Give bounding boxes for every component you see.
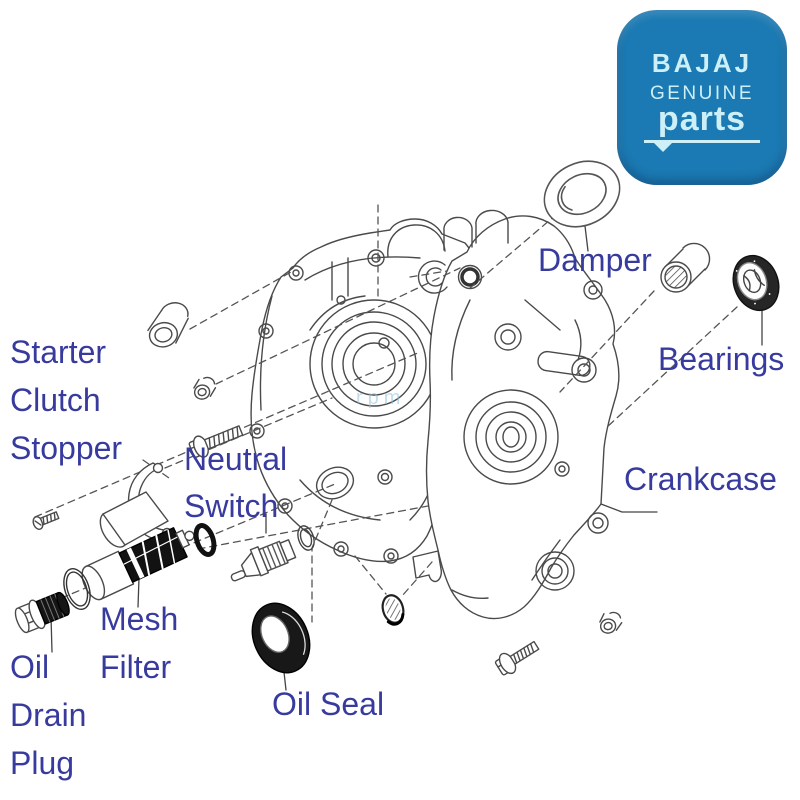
label-mesh-filter: Mesh Filter [100,595,178,691]
label-starter-clutch-stopper: Starter Clutch Stopper [10,328,122,472]
label-oil-drain-plug: Oil Drain Plug [10,643,86,787]
ball-bearing [732,254,780,312]
label-line: Neutral [184,441,288,477]
label-neutral-switch: Neutral Switch [184,436,287,530]
o-ring [63,567,91,611]
flange-bolt [188,425,244,458]
crankcase-drawing [249,209,620,620]
mesh-filter-part [81,527,195,601]
label-line: Mesh [100,601,179,637]
dowel-bushing [599,611,623,634]
label-damper: Damper [538,242,652,278]
needle-bearing [660,242,711,293]
starter-clutch-stopper-part [99,462,173,548]
label-line: Oil [10,649,50,685]
watermark-text: rpm [356,387,405,409]
bushing [147,302,189,348]
label-bearings: Bearings [658,341,785,377]
logo-genuine-text: GENUINE [649,83,755,104]
label-line: Filter [100,649,172,685]
label-line: Starter [10,334,107,370]
damper-part [543,160,621,228]
logo-parts-text: parts [657,100,747,138]
bajaj-genuine-parts-logo: BAJAJ GENUINE parts [617,10,787,185]
label-line: Clutch [10,382,101,418]
label-oil-seal: Oil Seal [272,686,385,722]
logo-arrow-icon [654,143,672,152]
oil-seal-part [251,602,311,674]
label-line: Switch [184,488,279,524]
switch-o-ring [193,523,217,557]
label-crankcase: Crankcase [624,461,777,497]
seal-cap [381,594,405,626]
nut [193,376,217,400]
hex-bolt [494,640,540,676]
label-line: Plug [10,745,75,781]
screw [32,511,60,530]
washer [297,525,315,551]
neutral-switch-part [230,539,297,582]
logo-underline [644,140,760,152]
leader-lines [27,204,738,623]
label-line: Drain [10,697,87,733]
label-line: Stopper [10,430,123,466]
label-pointer-lines [50,225,763,691]
logo-brand-text: BAJAJ [651,48,753,78]
oil-drain-plug-part [14,591,70,634]
